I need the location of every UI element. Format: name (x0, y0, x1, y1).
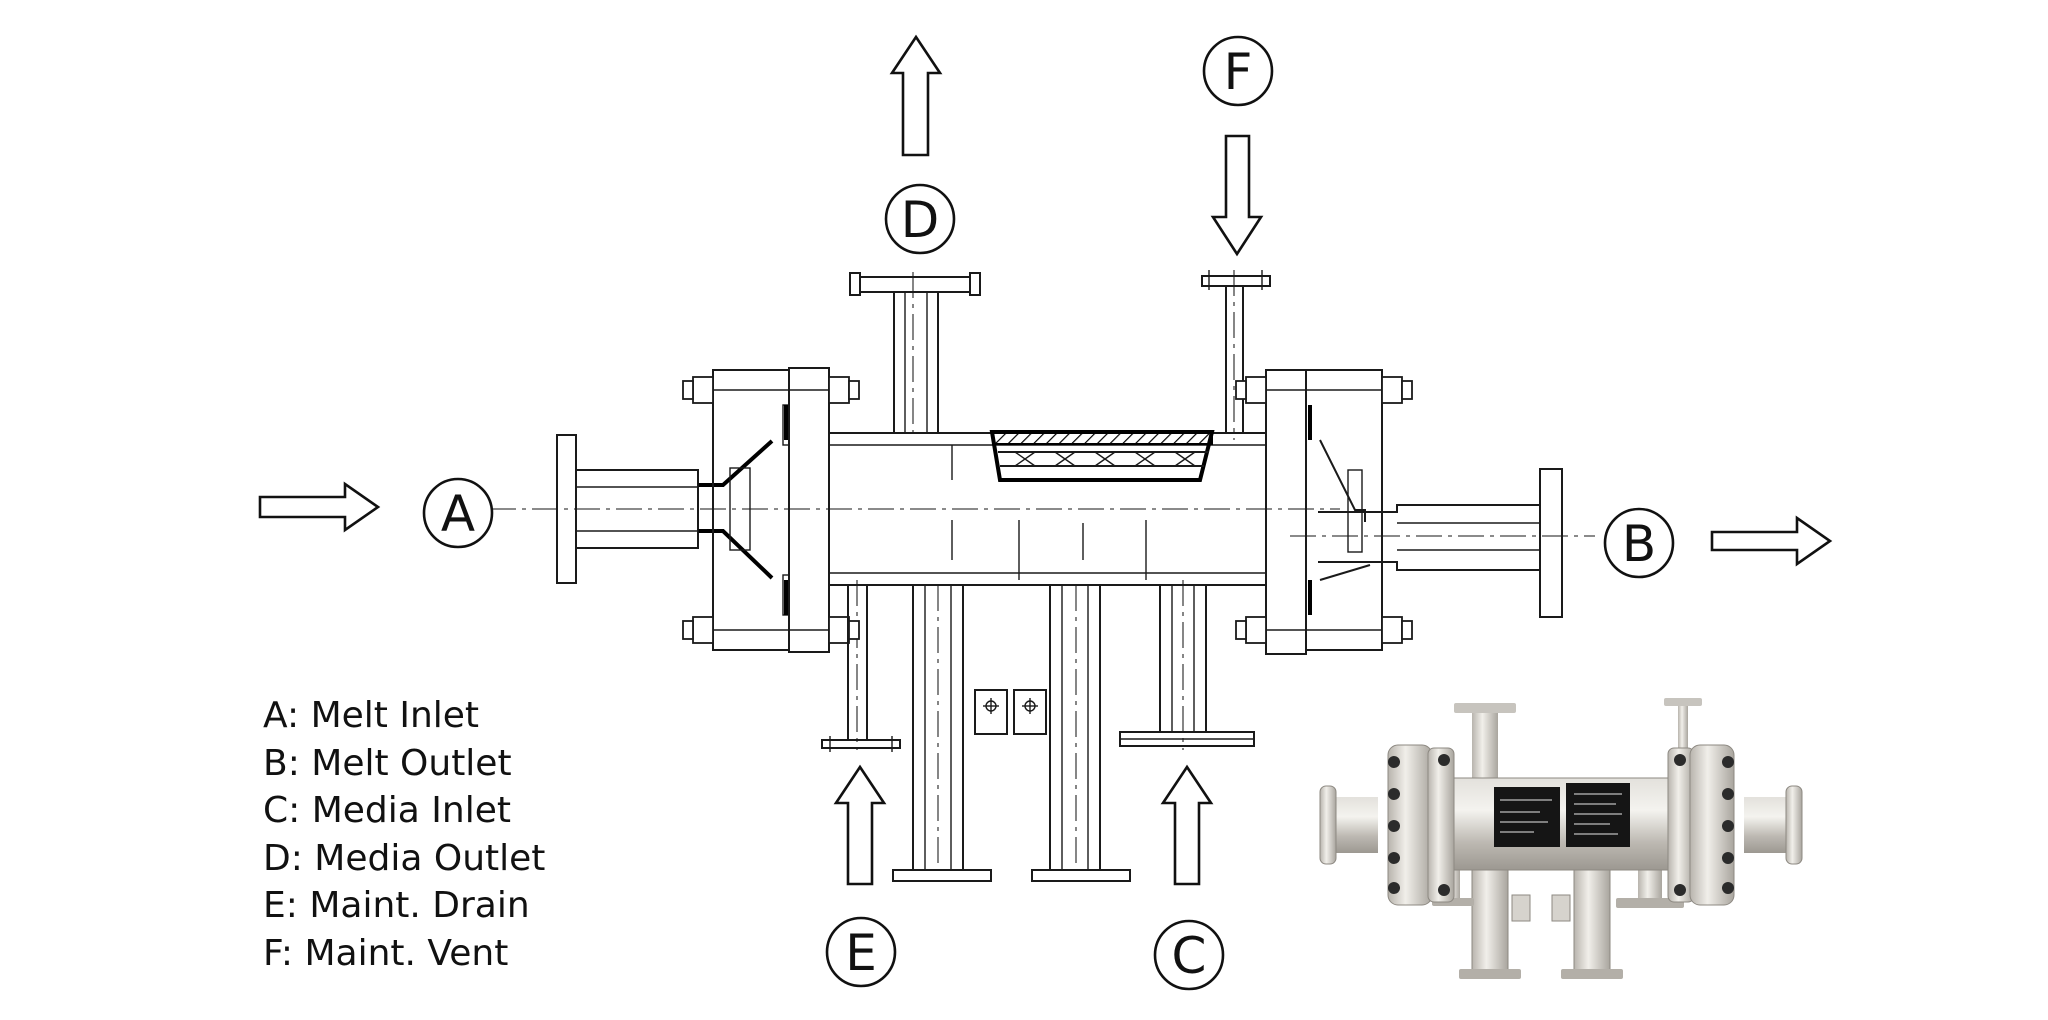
callout-c: C (1153, 919, 1225, 991)
drain-arrow (833, 764, 887, 886)
media-outlet-nozzle (849, 272, 981, 434)
callout-e-letter: E (845, 924, 877, 982)
support-legs (892, 584, 1131, 882)
centerlines (490, 270, 1595, 870)
media-outlet-arrow (889, 34, 943, 157)
callout-f: F (1202, 35, 1274, 107)
vent-nozzle (1201, 270, 1271, 434)
callout-a-letter: A (441, 485, 475, 543)
legend-item-melt-inlet: A: Melt Inlet (263, 695, 480, 736)
callout-d: D (884, 183, 956, 255)
callout-e: E (825, 916, 897, 988)
flow-arrows (258, 34, 1833, 886)
left-flange-pair (682, 367, 860, 653)
melt-outlet-arrow (1710, 515, 1833, 567)
legend-item-melt-outlet: B: Melt Outlet (263, 742, 512, 784)
media-inlet-nozzle (1119, 584, 1255, 747)
callout-a: A (422, 477, 494, 549)
legend-item-media-inlet: C: Media Inlet (263, 790, 511, 831)
legend-item-media-outlet: D: Media Outlet (263, 837, 546, 879)
callout-b: B (1603, 507, 1675, 579)
callout-b-letter: B (1622, 515, 1656, 573)
melt-inlet-arrow (258, 481, 381, 533)
callout-f-letter: F (1224, 43, 1253, 101)
callout-c-letter: C (1172, 927, 1207, 985)
technical-drawing (490, 270, 1595, 882)
right-flange-pair (1235, 369, 1413, 655)
callout-d-letter: D (901, 191, 940, 249)
product-photo (1319, 698, 1803, 979)
vent-arrow (1210, 134, 1264, 257)
inlet-nozzle (556, 434, 774, 584)
legend-item-maint-drain: E: Maint. Drain (263, 885, 530, 926)
legend: A: Melt Inlet B: Melt Outlet C: Media In… (263, 692, 545, 977)
outlet-nozzle (1318, 439, 1563, 618)
drain-nozzle (821, 584, 901, 752)
media-inlet-arrow (1160, 764, 1214, 886)
legend-item-maint-vent: F: Maint. Vent (263, 932, 509, 974)
cutaway-section (989, 430, 1215, 482)
